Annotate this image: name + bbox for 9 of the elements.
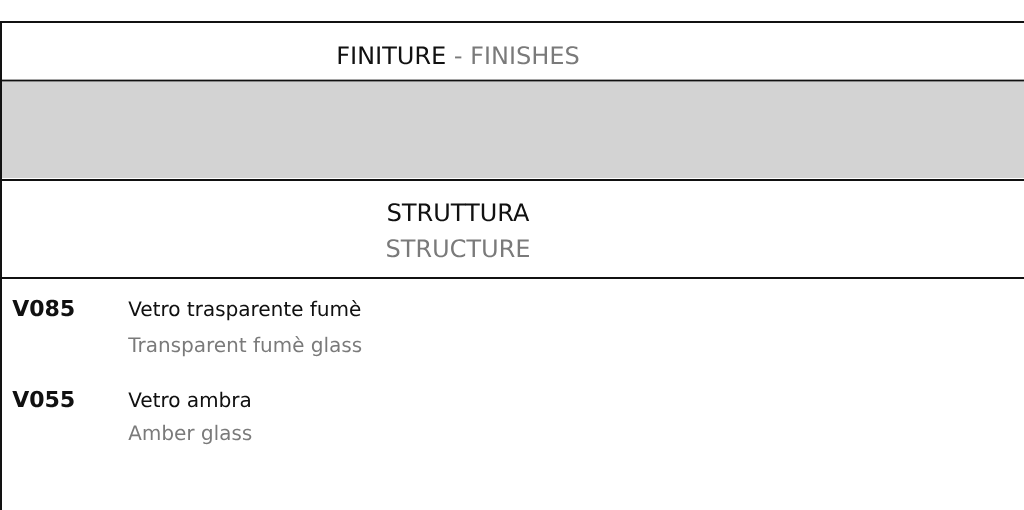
- section-title: FINITURE - FINISHES: [338, 46, 579, 65]
- column-heading: STRUTTURA: [388, 203, 530, 222]
- column-heading: STRUCTURE: [387, 239, 529, 258]
- finish-description: Vetro ambra: [128, 391, 250, 408]
- finish-description: Amber glass: [128, 424, 252, 445]
- finish-description: Transparent fumè glass: [128, 336, 362, 357]
- finish-code: V085: [12, 299, 74, 317]
- finish-code: V055: [12, 390, 74, 408]
- finish-description: Vetro trasparente fumè: [128, 300, 361, 321]
